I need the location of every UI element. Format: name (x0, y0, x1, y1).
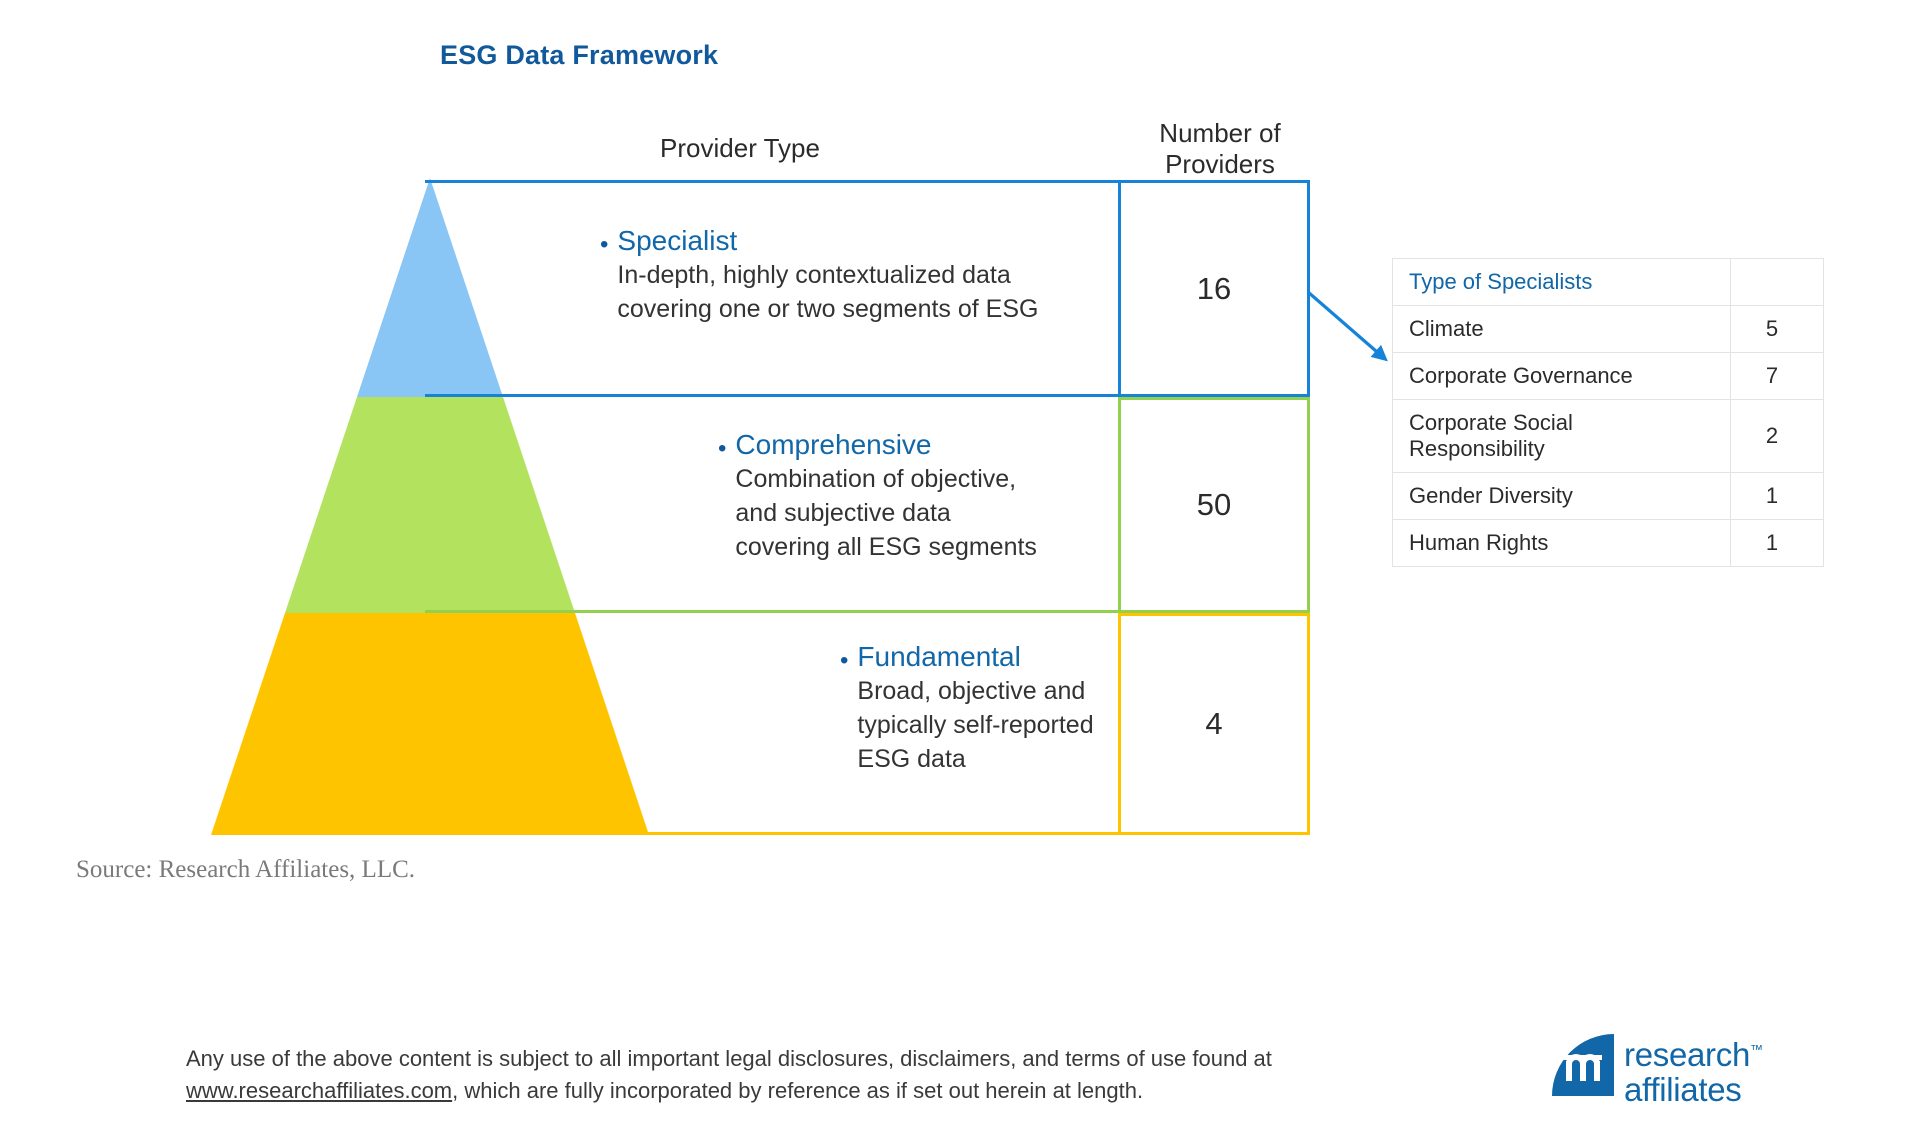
page-title: ESG Data Framework (440, 40, 719, 70)
pyramid-band-specialist (357, 178, 503, 397)
callout-arrow-icon (1306, 290, 1388, 362)
table-header-type: Type of Specialists (1392, 258, 1731, 306)
specialist-count-corporate-governance: 7 (1730, 352, 1824, 400)
specialists-breakdown-table: Type of Specialists Climate 5 Corporate … (1392, 258, 1824, 567)
column-header-provider-type: Provider Type (660, 133, 820, 163)
footer-text-after-link: , which are fully incorporated by refere… (452, 1078, 1144, 1103)
logo-word-affiliates: affiliates (1624, 1071, 1742, 1108)
table-header-count (1730, 258, 1824, 306)
research-affiliates-logo: research™ affiliates (1548, 1028, 1808, 1108)
bullet-icon: • (600, 231, 609, 258)
provider-count-comprehensive: 50 (1118, 397, 1310, 613)
specialist-count-human-rights: 1 (1730, 519, 1824, 567)
logo-word-research: research (1624, 1036, 1750, 1073)
tier-comprehensive: • Comprehensive Combination of objective… (718, 428, 1048, 564)
specialist-type-climate: Climate (1392, 305, 1731, 353)
specialist-type-gender-diversity: Gender Diversity (1392, 472, 1731, 520)
table-row: Gender Diversity 1 (1392, 472, 1824, 520)
table-row: Human Rights 1 (1392, 519, 1824, 567)
tier-title-comprehensive: Comprehensive (735, 429, 932, 460)
tier-title-specialist: Specialist (617, 225, 738, 256)
table-row: Climate 5 (1392, 305, 1824, 353)
provider-count-specialist: 16 (1118, 180, 1310, 397)
specialist-type-corporate-social-responsibility: Corporate Social Responsibility (1392, 399, 1731, 473)
bullet-icon: • (718, 435, 727, 462)
column-header-number-line2: Providers (1165, 149, 1275, 179)
tier-fundamental: • Fundamental Broad, objective and typic… (840, 640, 1100, 776)
pyramid-diagram (211, 178, 649, 835)
specialist-count-climate: 5 (1730, 305, 1824, 353)
specialist-type-corporate-governance: Corporate Governance (1392, 352, 1731, 400)
footer-disclaimer: Any use of the above content is subject … (186, 1043, 1326, 1107)
logo-mark-icon (1552, 1034, 1614, 1096)
source-note: Source: Research Affiliates, LLC. (76, 856, 416, 883)
trademark-icon: ™ (1750, 1042, 1763, 1057)
provider-count-fundamental: 4 (1118, 613, 1310, 835)
pyramid-band-comprehensive (285, 397, 575, 613)
tier-description-comprehensive: Combination of objective, and subjective… (735, 465, 1037, 561)
tier-title-fundamental: Fundamental (857, 641, 1021, 672)
column-header-number-line1: Number of (1159, 118, 1281, 148)
specialist-count-gender-diversity: 1 (1730, 472, 1824, 520)
row-frame-fundamental (425, 613, 1310, 835)
table-row: Corporate Social Responsibility 2 (1392, 399, 1824, 473)
specialist-count-corporate-social-responsibility: 2 (1730, 399, 1824, 473)
pyramid-band-fundamental (211, 613, 649, 835)
row-frame-comprehensive (425, 397, 1310, 613)
footer-website-link[interactable]: www.researchaffiliates.com (186, 1078, 453, 1103)
table-row: Corporate Governance 7 (1392, 352, 1824, 400)
tier-description-fundamental: Broad, objective and typically self-repo… (857, 677, 1094, 773)
specialist-type-human-rights: Human Rights (1392, 519, 1731, 567)
specialists-table-body: Type of Specialists Climate 5 Corporate … (1392, 258, 1824, 567)
table-header-row: Type of Specialists (1392, 258, 1824, 306)
row-frame-specialist (425, 180, 1310, 397)
tier-description-specialist: In-depth, highly contextualized data cov… (617, 261, 1039, 323)
column-header-number-of-providers: Number of Providers (1125, 118, 1315, 180)
bullet-icon: • (840, 647, 849, 674)
logo-wordmark: research™ affiliates (1624, 1032, 1763, 1107)
footer-text-before-link: Any use of the above content is subject … (186, 1046, 1272, 1071)
tier-specialist: • Specialist In-depth, highly contextual… (600, 224, 1070, 326)
